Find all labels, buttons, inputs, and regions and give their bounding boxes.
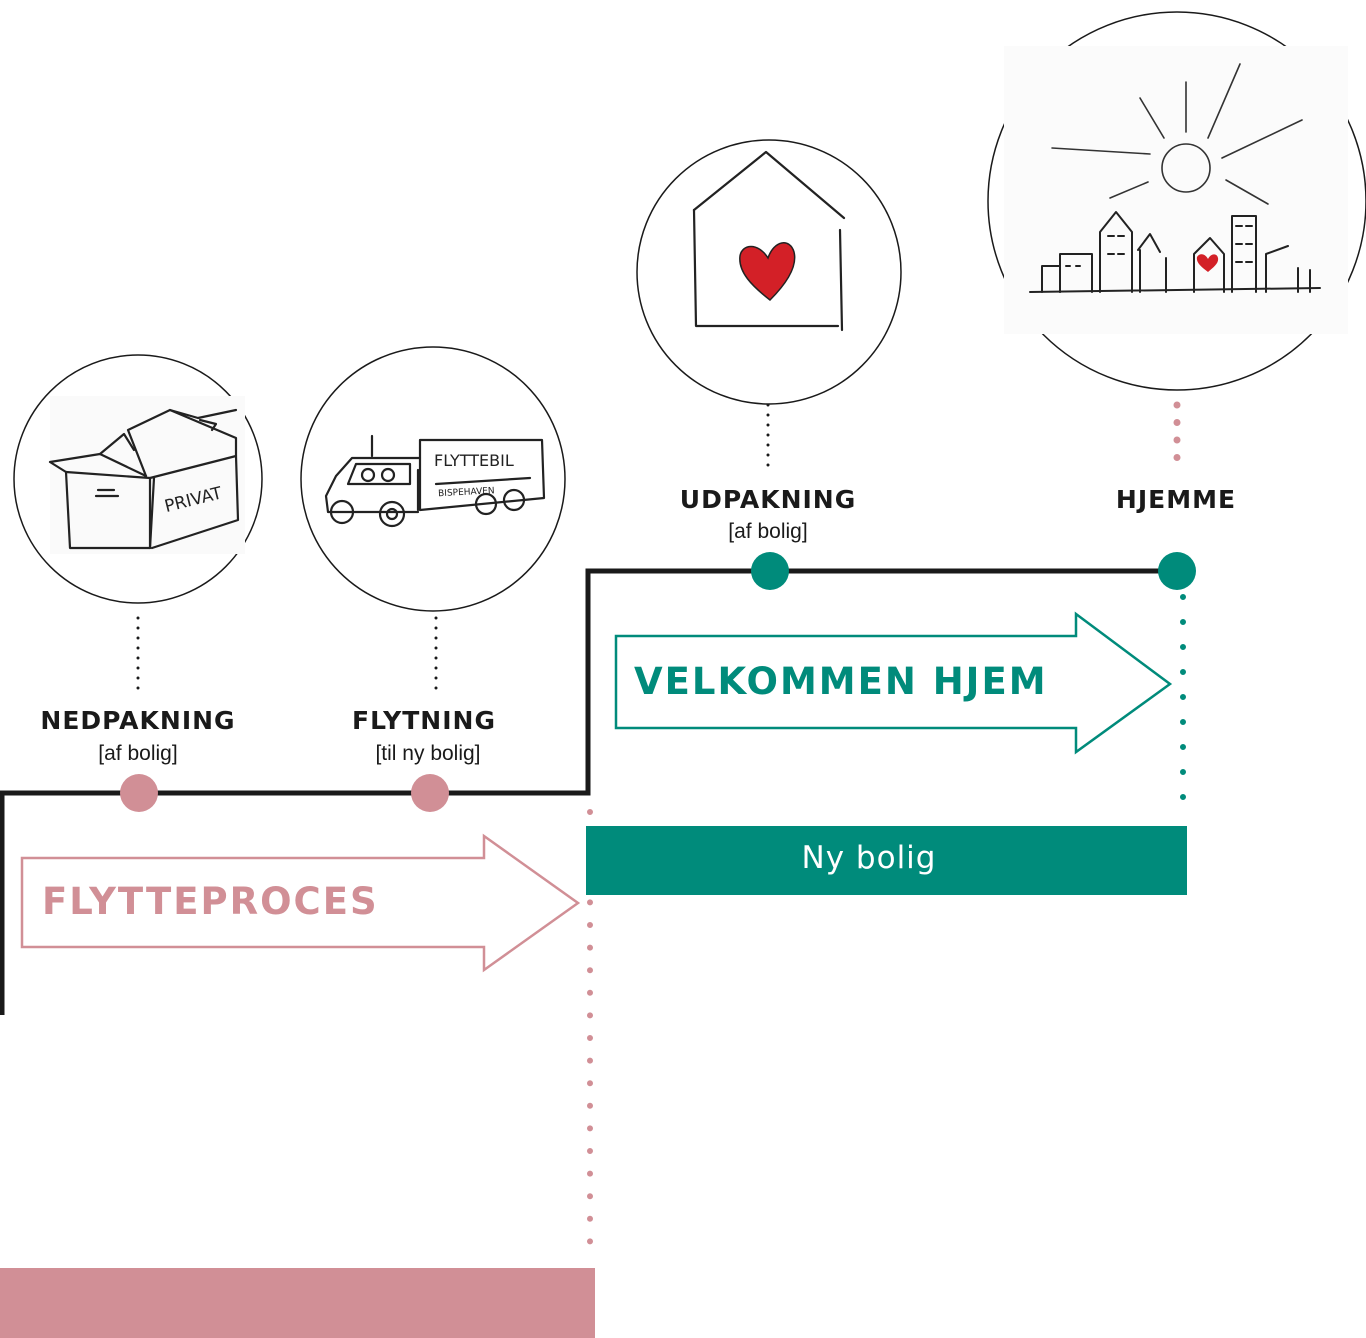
process-arrow [20, 833, 581, 973]
step-dot-hjemme [1158, 552, 1196, 590]
step-dot-nedpakning [120, 774, 158, 812]
moving-box-icon: PRIVAT [13, 354, 263, 604]
process-arrow-label: FLYTTEPROCES [42, 880, 379, 923]
house-heart-icon [636, 139, 902, 405]
step-title-hjemme: HJEMME [1115, 485, 1237, 514]
truck-sketch-text: FLYTTEBIL [434, 451, 514, 470]
step-dot-udpakning [751, 552, 789, 590]
step-subtitle-flytning: [til ny bolig] [375, 742, 481, 765]
welcome-arrow [614, 611, 1173, 755]
new-home-bar [586, 826, 1187, 895]
process-bar [0, 1268, 595, 1338]
town-sun-icon [987, 11, 1366, 391]
step-title-flytning: FLYTNING [352, 706, 496, 735]
new-home-bar-label: Ny bolig [801, 840, 937, 876]
step-title-nedpakning: NEDPAKNING [40, 706, 236, 735]
step-title-udpakning: UDPAKNING [679, 485, 857, 514]
step-subtitle-udpakning: [af bolig] [728, 520, 808, 543]
step-dot-flytning [411, 774, 449, 812]
welcome-arrow-label: VELKOMMEN HJEM [634, 660, 1048, 703]
moving-truck-icon: FLYTTEBIL BISPEHAVEN [300, 346, 566, 612]
truck-sketch-subtext: BISPEHAVEN [438, 486, 495, 499]
step-subtitle-nedpakning: [af bolig] [98, 742, 178, 765]
